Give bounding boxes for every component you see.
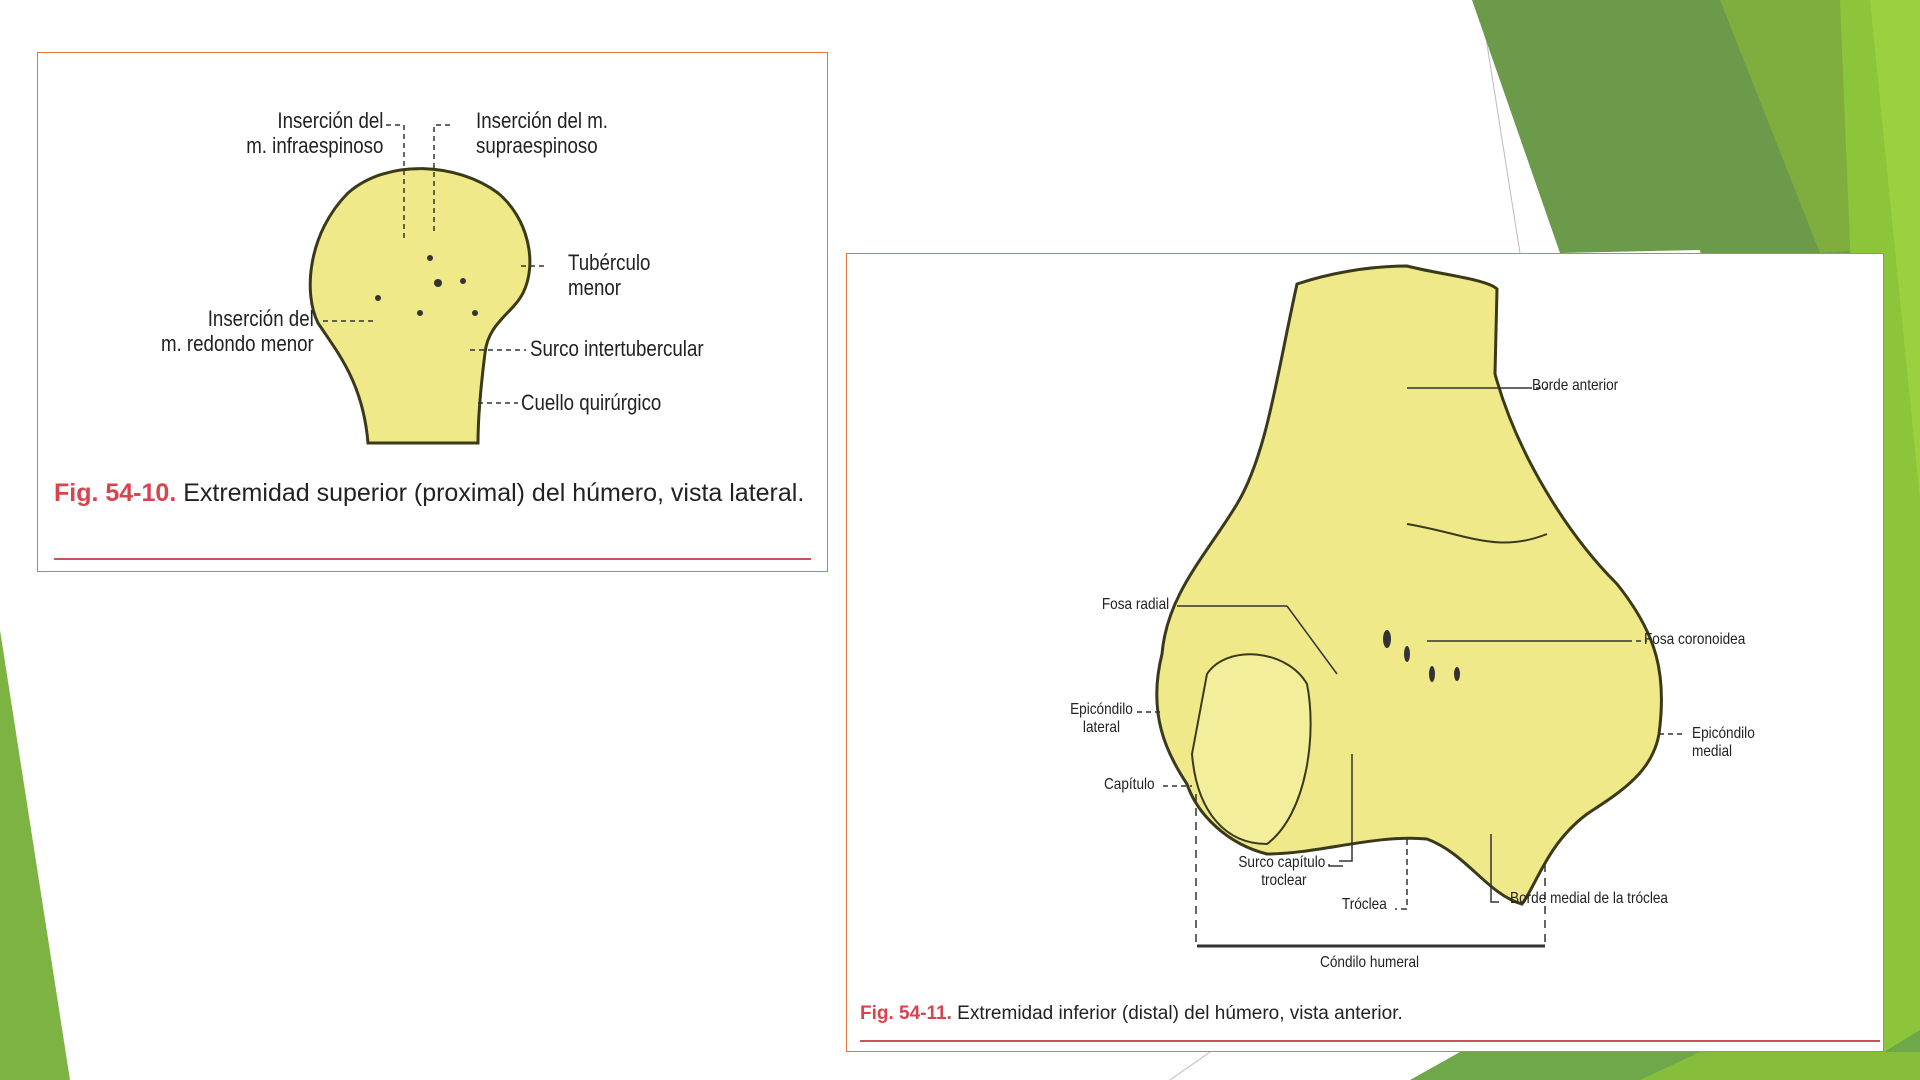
label-troclea: Tróclea — [1342, 896, 1387, 913]
caption-rule — [54, 558, 811, 560]
humerus-distal-illustration — [1137, 264, 1682, 948]
label-capitulo: Capítulo — [1104, 776, 1155, 793]
label-borde-medial-troclea: Borde medial de la tróclea — [1510, 890, 1669, 907]
figure-caption: Fig. 54-10. Extremidad superior (proxima… — [54, 479, 805, 507]
figure-caption: Fig. 54-11. Extremidad inferior (distal)… — [860, 1003, 1403, 1024]
label-fosa-coronoidea: Fosa coronoidea — [1644, 631, 1746, 648]
label-surco-intertubercular: Surco intertubercular — [530, 336, 704, 361]
figure-54-11-panel: Borde anterior Fosa radial Fosa coronoid… — [846, 253, 1884, 1052]
humerus-proximal-illustration — [308, 124, 546, 445]
label-cuello-quirurgico: Cuello quirúrgico — [521, 390, 662, 415]
figure-number: Fig. 54-10. — [54, 479, 177, 507]
label-borde-anterior: Borde anterior — [1532, 377, 1619, 394]
label-supraespinoso: Inserción del m.supraespinoso — [476, 108, 609, 159]
caption-rule — [860, 1040, 1880, 1042]
label-condilo-humeral: Cóndilo humeral — [1320, 954, 1420, 971]
figure-number: Fig. 54-11. — [860, 1003, 952, 1024]
label-fosa-radial: Fosa radial — [1101, 596, 1169, 613]
